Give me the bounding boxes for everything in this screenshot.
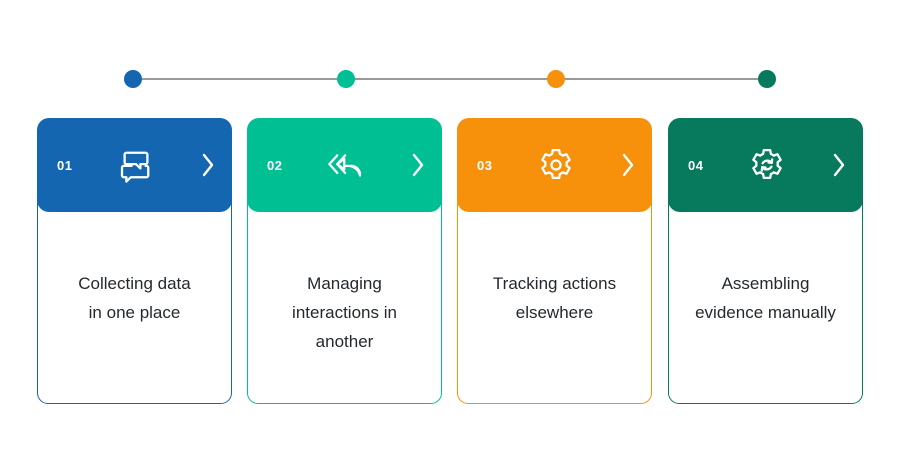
card-03-text: Tracking actions elsewhere xyxy=(492,274,617,322)
chevron-right-icon[interactable] xyxy=(200,152,216,178)
card-03-number: 03 xyxy=(477,157,493,173)
card-04-text: Assembling evidence manually xyxy=(695,274,836,322)
card-04-body: Assembling evidence manually xyxy=(668,178,863,404)
chevron-right-icon[interactable] xyxy=(831,152,847,178)
timeline xyxy=(0,0,900,110)
chevron-right-icon[interactable] xyxy=(410,152,426,178)
card-01[interactable]: Collecting data in one place 01 xyxy=(37,118,232,404)
card-04-header[interactable]: 04 xyxy=(668,118,863,212)
card-02-text: Managing interactions in another xyxy=(292,274,397,351)
card-04[interactable]: Assembling evidence manually 04 xyxy=(668,118,863,404)
timeline-dot-2 xyxy=(337,70,355,88)
timeline-dot-1 xyxy=(124,70,142,88)
card-04-number: 04 xyxy=(688,157,704,173)
timeline-dot-3 xyxy=(547,70,565,88)
card-row: Collecting data in one place 01 xyxy=(0,118,900,408)
card-02[interactable]: Managing interactions in another 02 xyxy=(247,118,442,404)
card-02-number: 02 xyxy=(267,157,283,173)
card-01-body: Collecting data in one place xyxy=(37,178,232,404)
card-01-number: 01 xyxy=(57,157,73,173)
reply-all-arrow-icon xyxy=(325,144,367,186)
card-03-header[interactable]: 03 xyxy=(457,118,652,212)
gear-sync-icon xyxy=(746,144,788,186)
gear-icon xyxy=(535,144,577,186)
chevron-right-icon[interactable] xyxy=(620,152,636,178)
card-01-text: Collecting data in one place xyxy=(78,274,191,322)
card-02-body: Managing interactions in another xyxy=(247,178,442,404)
card-02-header[interactable]: 02 xyxy=(247,118,442,212)
timeline-connector-line xyxy=(133,78,767,80)
timeline-dot-4 xyxy=(758,70,776,88)
card-01-header[interactable]: 01 xyxy=(37,118,232,212)
card-03[interactable]: Tracking actions elsewhere 03 xyxy=(457,118,652,404)
card-03-body: Tracking actions elsewhere xyxy=(457,178,652,404)
chat-bubbles-icon xyxy=(115,144,157,186)
